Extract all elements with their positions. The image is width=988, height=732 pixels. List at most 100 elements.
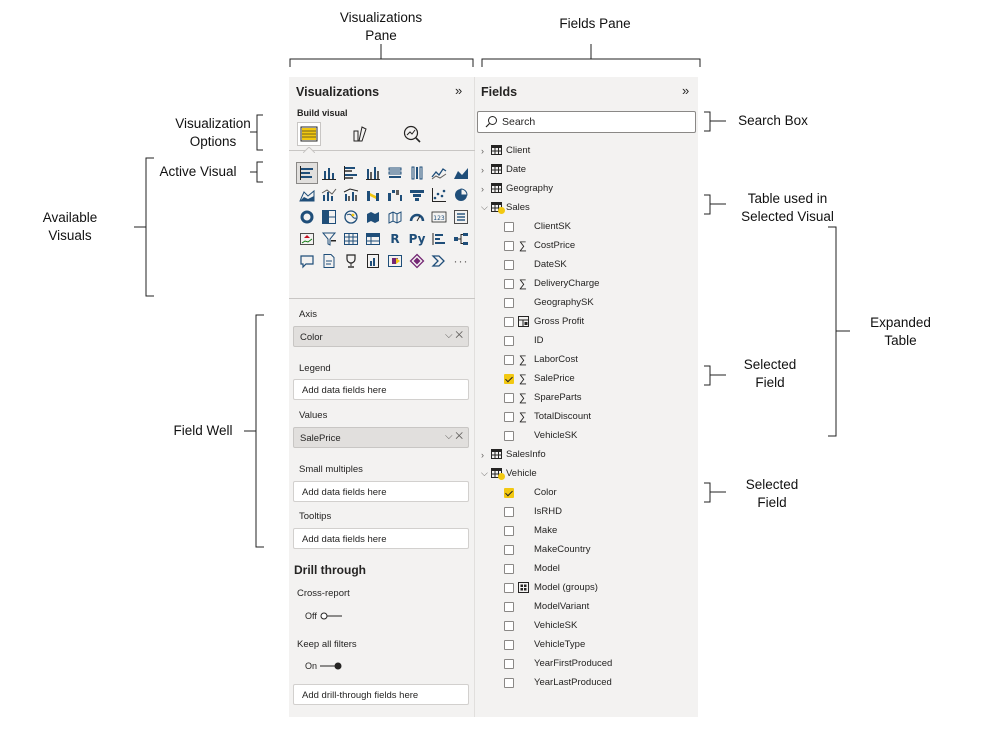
key-influencers-icon[interactable] [428,228,450,250]
field-row[interactable]: VehicleSK [475,616,698,635]
drill-through-well[interactable]: Add drill-through fields here [293,684,469,705]
chevron-right-icon[interactable]: › [481,164,484,175]
field-checkbox[interactable] [504,563,514,574]
qa-icon[interactable] [296,250,318,272]
treemap-icon[interactable] [318,206,340,228]
build-visual-tab-icon[interactable] [297,122,321,146]
field-checkbox[interactable] [504,297,514,308]
table-date[interactable]: ›Date [475,160,698,179]
field-row[interactable]: ∑SpareParts [475,388,698,407]
field-row[interactable]: GeographySK [475,293,698,312]
metrics-icon[interactable] [340,250,362,272]
field-checkbox[interactable] [504,411,514,422]
table-vehicle[interactable]: ⌵Vehicle [475,464,698,483]
matrix-icon[interactable] [362,228,384,250]
funnel-chart-icon[interactable] [406,184,428,206]
smart-narrative-icon[interactable] [318,250,340,272]
filled-map-icon[interactable] [362,206,384,228]
field-row[interactable]: VehicleType [475,635,698,654]
kpi-icon[interactable] [296,228,318,250]
decomposition-tree-icon[interactable] [450,228,472,250]
field-checkbox[interactable] [504,278,514,289]
field-checkbox[interactable] [504,544,514,555]
area-chart-icon[interactable] [450,162,472,184]
more-visuals-icon[interactable]: ··· [450,250,472,272]
gauge-icon[interactable] [406,206,428,228]
waterfall-chart-icon[interactable] [384,184,406,206]
card-icon[interactable]: 123 [428,206,450,228]
search-input[interactable]: Search [477,111,696,133]
field-checkbox[interactable] [504,639,514,650]
table-visual-icon[interactable] [340,228,362,250]
stacked-column-chart-icon[interactable] [318,162,340,184]
line-clustered-column-chart-icon[interactable] [340,184,362,206]
cross-report-toggle[interactable]: Off [305,611,342,621]
field-row[interactable]: ∑LaborCost [475,350,698,369]
field-row[interactable]: ClientSK [475,217,698,236]
field-checkbox[interactable] [504,392,514,403]
field-checkbox[interactable] [504,354,514,365]
chevron-down-icon[interactable]: ⌵ [481,468,488,478]
chevron-down-icon[interactable]: ⌵ [481,202,488,212]
power-apps-icon[interactable] [384,250,406,272]
collapse-fields-pane-icon[interactable]: » [682,83,690,98]
field-checkbox[interactable] [504,506,514,517]
field-row[interactable]: ∑DeliveryCharge [475,274,698,293]
slicer-icon[interactable] [318,228,340,250]
power-automate-icon[interactable] [406,250,428,272]
small-multiples-well[interactable]: Add data fields here [293,481,469,502]
field-row[interactable]: VehicleSK [475,426,698,445]
multi-row-card-icon[interactable] [450,206,472,228]
analytics-tab-icon[interactable] [401,123,425,147]
field-checkbox[interactable] [504,335,514,346]
field-row[interactable]: ID [475,331,698,350]
format-visual-tab-icon[interactable] [349,123,373,147]
tooltips-well[interactable]: Add data fields here [293,528,469,549]
field-checkbox[interactable] [504,316,514,327]
values-well[interactable]: SalePrice ⌵ ✕ [293,427,469,448]
keep-all-filters-toggle[interactable]: On [305,661,342,671]
field-row[interactable]: IsRHD [475,502,698,521]
clustered-column-chart-icon[interactable] [362,162,384,184]
field-row[interactable]: Model [475,559,698,578]
paginated-report-icon[interactable] [362,250,384,272]
chevron-down-icon[interactable]: ⌵ [445,330,453,341]
scatter-chart-icon[interactable] [428,184,450,206]
shape-map-icon[interactable] [384,206,406,228]
close-icon[interactable]: ✕ [455,330,463,341]
chevron-right-icon[interactable]: › [481,145,484,156]
chevron-right-icon[interactable]: › [481,183,484,194]
axis-well[interactable]: Color ⌵ ✕ [293,326,469,347]
field-row[interactable]: Model (groups) [475,578,698,597]
collapse-pane-icon[interactable]: » [455,83,463,98]
r-visual-icon[interactable]: R [384,228,406,250]
close-icon[interactable]: ✕ [455,431,463,442]
field-row[interactable]: Color [475,483,698,502]
table-salesinfo[interactable]: ›SalesInfo [475,445,698,464]
field-checkbox[interactable] [504,430,514,441]
field-checkbox[interactable] [504,620,514,631]
field-row[interactable]: MakeCountry [475,540,698,559]
field-checkbox[interactable] [504,525,514,536]
pie-chart-icon[interactable] [450,184,472,206]
field-checkbox[interactable] [504,221,514,232]
100-stacked-bar-chart-icon[interactable] [384,162,406,184]
chevron-right-icon[interactable]: › [481,449,484,460]
field-row[interactable]: YearLastProduced [475,673,698,692]
field-checkbox[interactable] [504,240,514,251]
table-client[interactable]: ›Client [475,141,698,160]
chevron-down-icon[interactable]: ⌵ [445,431,453,442]
field-checkbox[interactable] [504,582,514,593]
field-checkbox[interactable] [504,601,514,612]
stacked-bar-chart-icon[interactable] [296,162,318,184]
field-checkbox[interactable] [504,259,514,270]
line-chart-icon[interactable] [428,162,450,184]
stacked-area-chart-icon[interactable] [296,184,318,206]
python-visual-icon[interactable]: Py [406,228,428,250]
field-checkbox[interactable] [504,658,514,669]
field-row[interactable]: ∑TotalDiscount [475,407,698,426]
legend-well[interactable]: Add data fields here [293,379,469,400]
field-row[interactable]: ∑CostPrice [475,236,698,255]
field-checkbox-checked[interactable] [504,487,514,498]
field-row[interactable]: Make [475,521,698,540]
